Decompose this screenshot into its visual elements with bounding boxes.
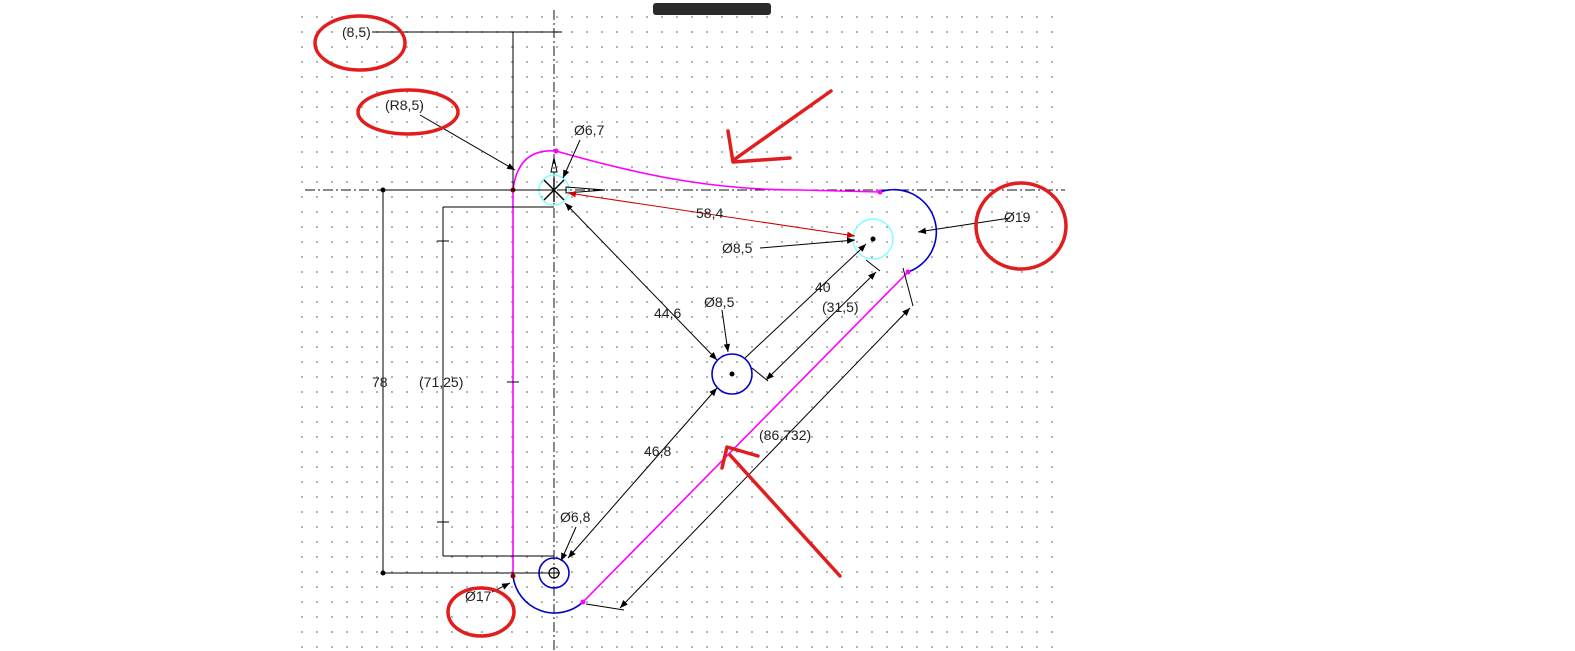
- dimension-line-58-4: [567, 191, 856, 238]
- dim-diameter-19[interactable]: Ø19: [1004, 209, 1031, 225]
- dim-offset-8-5[interactable]: (8,5): [342, 24, 371, 40]
- dim-diameter-6-8[interactable]: Ø6,8: [560, 509, 591, 525]
- dim-diameter-8-5-mid[interactable]: Ø8,5: [704, 294, 735, 310]
- arc-segments[interactable]: [512, 188, 938, 614]
- annotation-markup: [313, 14, 1068, 638]
- annotation-arrow-bottom: [720, 445, 842, 578]
- dim-radius-r8-5[interactable]: (R8,5): [385, 97, 424, 113]
- annotation-circle-8-5: [313, 14, 407, 72]
- dim-length-40[interactable]: 40: [815, 279, 831, 295]
- sketch-points[interactable]: [380, 148, 911, 605]
- annotation-circle-r8-5: [356, 88, 460, 136]
- dim-length-71-25[interactable]: (71,25): [419, 374, 463, 390]
- dim-diameter-6-7[interactable]: Ø6,7: [574, 122, 605, 138]
- dimension-lines: [372, 31, 1011, 611]
- dim-diameter-8-5-right[interactable]: Ø8,5: [722, 240, 753, 256]
- annotation-circle-17: [446, 586, 516, 638]
- dimension-labels: (8,5) (R8,5) Ø6,7 58,4 Ø8,5 Ø19 40 (31,5…: [342, 24, 1031, 604]
- dim-length-86-732[interactable]: (86,732): [759, 427, 811, 443]
- dim-length-46-8[interactable]: 46,8: [644, 443, 671, 459]
- toolbar-tab[interactable]: [653, 3, 771, 15]
- dim-length-31-5[interactable]: (31,5): [822, 299, 859, 315]
- annotation-arrow-top: [726, 89, 833, 164]
- dim-length-78[interactable]: 78: [372, 374, 388, 390]
- annotation-circle-19: [974, 181, 1068, 271]
- dim-diameter-17[interactable]: Ø17: [465, 588, 492, 604]
- dim-length-44-6[interactable]: 44,6: [654, 305, 681, 321]
- dim-length-58-4[interactable]: 58,4: [696, 205, 723, 221]
